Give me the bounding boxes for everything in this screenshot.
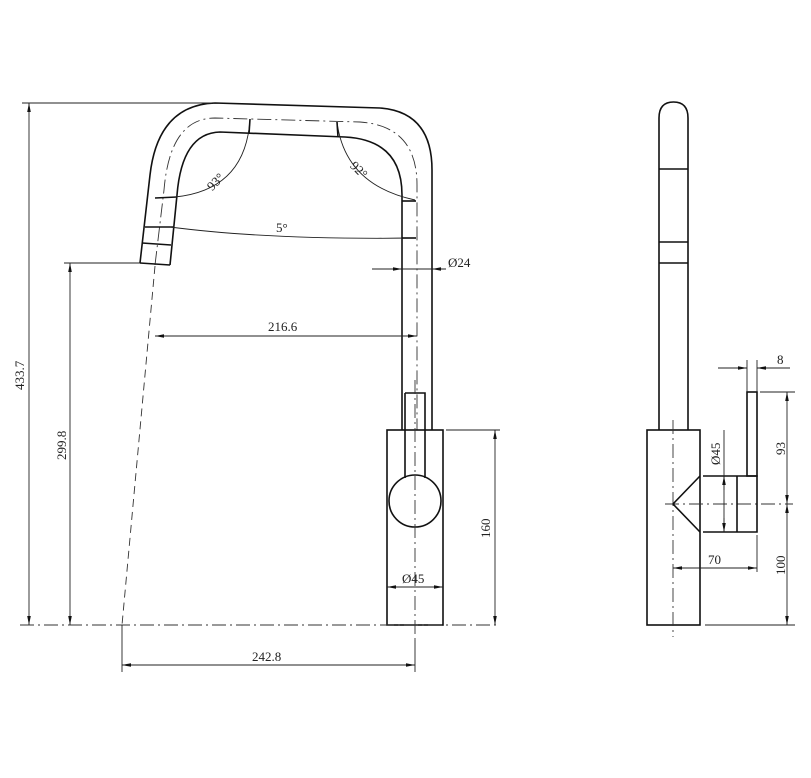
dimension-label-lever-diameter: Ø45	[708, 443, 723, 465]
lever-handle	[404, 392, 426, 478]
dimension-label-axis-height: 100	[773, 556, 788, 576]
side-view: 8 93 100 70 Ø45	[646, 101, 795, 637]
angle-arc-92	[336, 121, 416, 201]
side-base-body	[646, 429, 701, 626]
spout-centerline	[154, 117, 418, 430]
dimension-label-lever-thickness: 8	[777, 352, 784, 367]
dimension-label-outlet-height: 299.8	[54, 431, 69, 460]
water-flow-line	[121, 265, 156, 626]
dimension-label-overall-height: 433.7	[12, 360, 27, 390]
dimension-label-reach: 216.6	[268, 319, 298, 334]
front-view: 93° 92° 5° Ø24 Ø45 160 433.7	[12, 102, 500, 672]
spout-outer-contour	[139, 102, 433, 430]
side-lever-handle	[746, 391, 758, 477]
dimension-label-tube-diameter: Ø24	[448, 255, 471, 270]
dimension-label-5-degree: 5°	[276, 220, 288, 235]
dimension-label-body-height: 160	[478, 519, 493, 539]
side-lever-cone	[671, 475, 758, 533]
dimension-5-degree	[169, 226, 416, 239]
dimension-label-lever-height: 93	[773, 442, 788, 455]
dimension-label-body-diameter: Ø45	[402, 571, 424, 586]
side-spout-tube	[658, 101, 689, 430]
angle-arc-93	[174, 119, 251, 198]
nozzle	[139, 196, 178, 266]
dimension-label-lever-projection: 70	[708, 552, 721, 567]
angle-label-93: 93°	[204, 170, 227, 193]
dimension-label-outlet-offset: 242.8	[252, 649, 281, 664]
spout-inner-contour	[169, 131, 403, 430]
